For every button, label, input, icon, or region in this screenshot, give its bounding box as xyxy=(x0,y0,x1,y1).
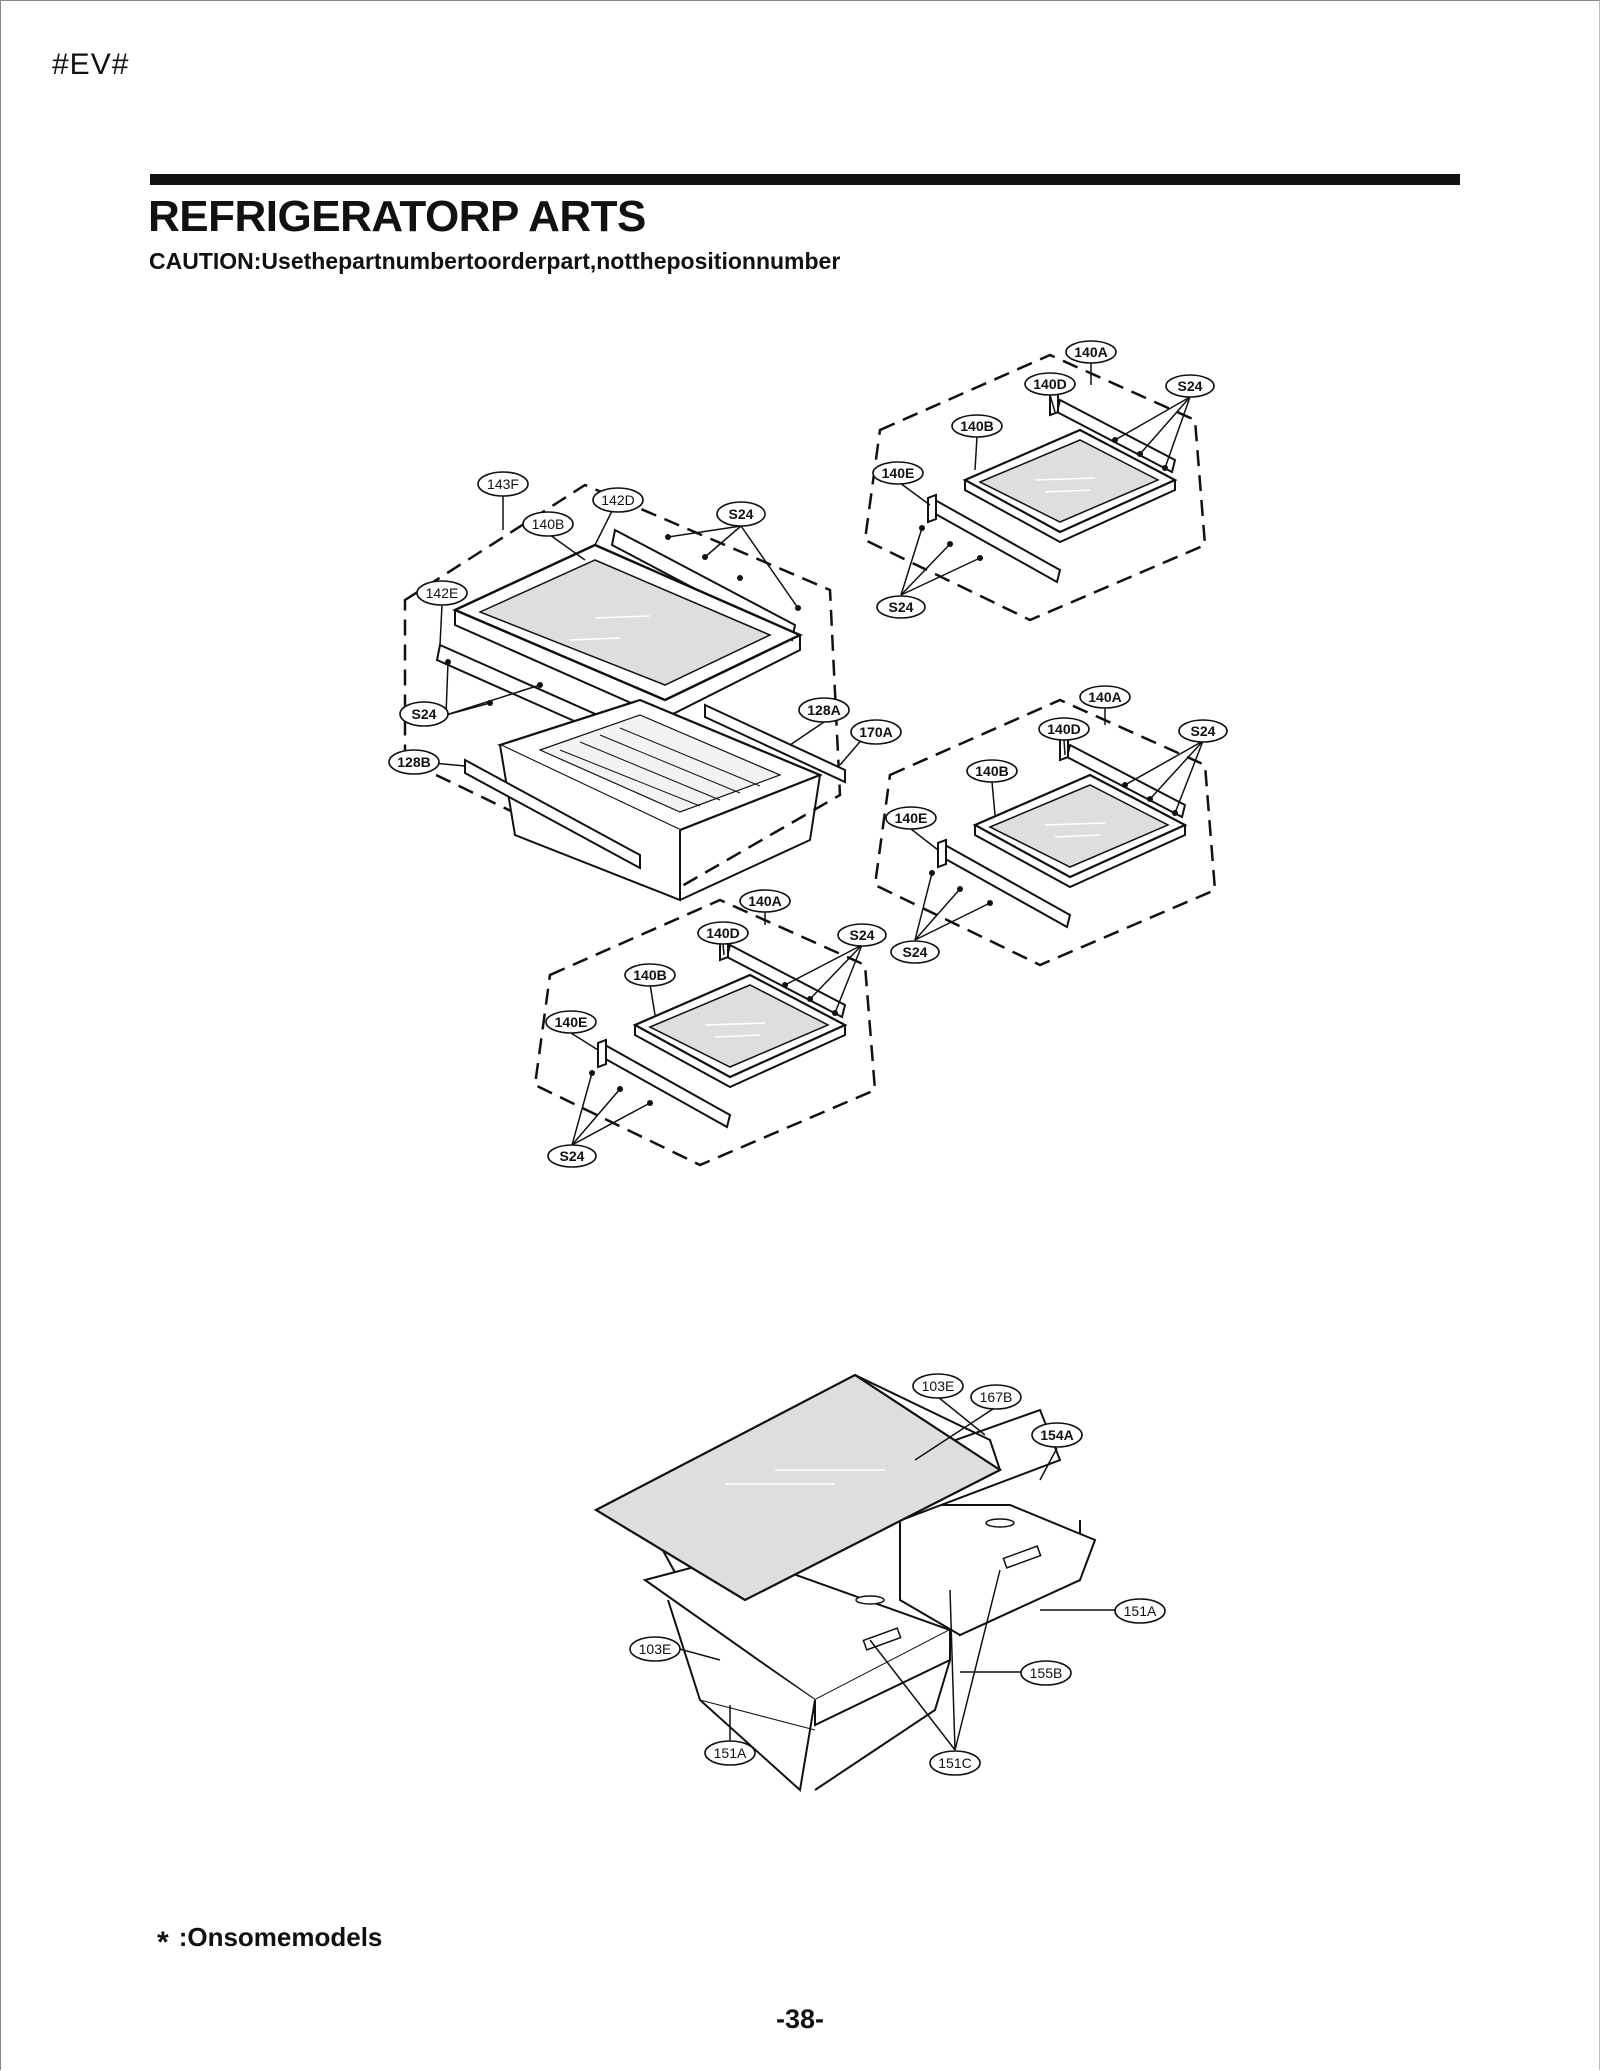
callout-142E: 142E xyxy=(426,585,459,601)
main-leaders xyxy=(432,496,865,767)
callout-S24: S24 xyxy=(1191,723,1216,739)
crisper-shelf-assembly xyxy=(403,483,846,902)
callout-140D: 140D xyxy=(1047,721,1080,737)
drawer-leaders xyxy=(675,1396,1120,1751)
callout-S24: S24 xyxy=(729,506,754,522)
callout-103E: 103E xyxy=(639,1641,672,1657)
callout-140B: 140B xyxy=(633,967,666,983)
shelf-leaders xyxy=(570,362,1204,1146)
callout-S24: S24 xyxy=(412,706,437,722)
callout-140A: 140A xyxy=(748,893,781,909)
callout-151C: 151C xyxy=(938,1755,971,1771)
ev-mark: #EV# xyxy=(52,48,130,81)
callout-170A: 170A xyxy=(859,724,892,740)
callout-S24: S24 xyxy=(850,927,875,943)
asterisk-icon: * xyxy=(157,1926,169,1959)
callout-S24: S24 xyxy=(1178,378,1203,394)
callout-140E: 140E xyxy=(555,1014,588,1030)
callout-142D: 142D xyxy=(601,492,634,508)
callout-140D: 140D xyxy=(706,925,739,941)
callout-140A: 140A xyxy=(1088,689,1121,705)
callout-140E: 140E xyxy=(895,810,928,826)
callout-140B: 140B xyxy=(960,418,993,434)
callout-S24: S24 xyxy=(889,599,914,615)
page-number: -38- xyxy=(775,2004,824,2034)
callout-S24: S24 xyxy=(560,1148,585,1164)
callout-140B: 140B xyxy=(975,763,1008,779)
caution-note: CAUTION:Usethepartnumbertoorderpart,nott… xyxy=(149,248,841,274)
callout-140A: 140A xyxy=(1074,344,1107,360)
lower-drawers-assembly xyxy=(593,1373,1097,1792)
callout-128B: 128B xyxy=(397,754,430,770)
page-title: REFRIGERATORP ARTS xyxy=(148,192,646,241)
callout-103E: 103E xyxy=(922,1378,955,1394)
callout-bubbles xyxy=(388,340,1228,1776)
callout-143F: 143F xyxy=(487,476,519,492)
footnote-text: :Onsomemodels xyxy=(178,1922,383,1952)
callout-140D: 140D xyxy=(1033,376,1066,392)
callout-155B: 155B xyxy=(1030,1665,1063,1681)
callout-140B: 140B xyxy=(532,516,565,532)
shelf-unit-middle-right xyxy=(873,698,1217,967)
callout-S24: S24 xyxy=(903,944,928,960)
callout-128A: 128A xyxy=(807,702,840,718)
callout-151A: 151A xyxy=(1124,1603,1157,1619)
callout-154A: 154A xyxy=(1040,1427,1073,1443)
footnote: * :Onsomemodels xyxy=(157,1920,383,1959)
callout-167B: 167B xyxy=(980,1389,1013,1405)
callout-labels: 143F 142D 140B S24 142E S24 128A 170A 12… xyxy=(397,344,1215,1771)
title-rule xyxy=(150,174,1460,185)
callout-151A: 151A xyxy=(714,1745,747,1761)
callout-140E: 140E xyxy=(882,465,915,481)
